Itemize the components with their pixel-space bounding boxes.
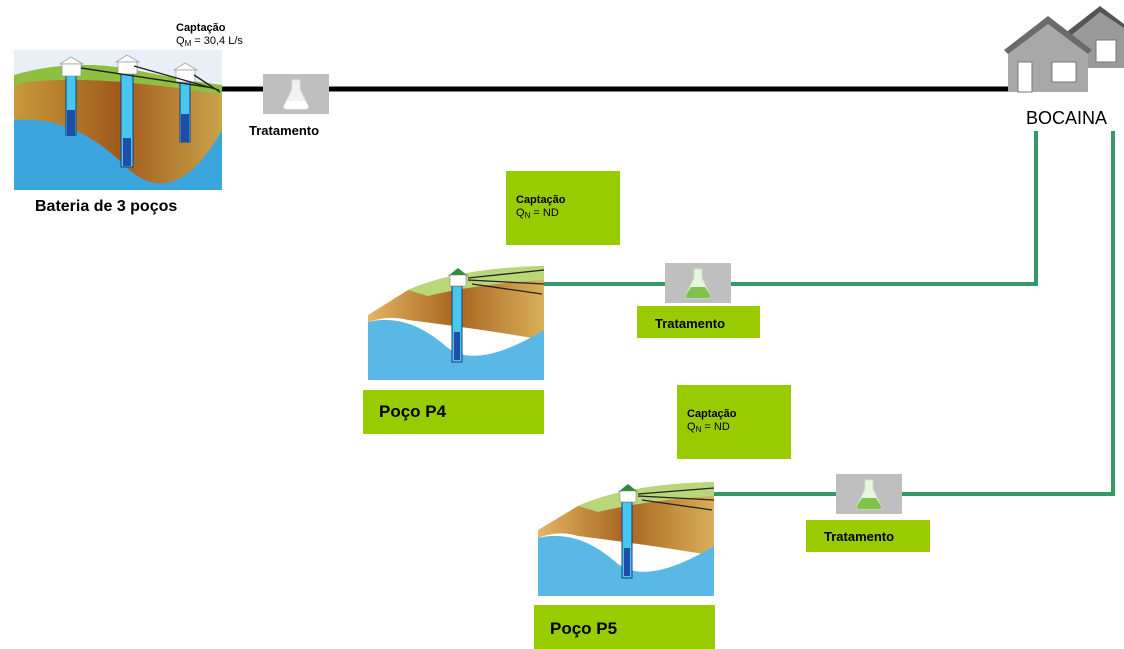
p4-captacao-title: Captação	[516, 194, 566, 206]
p4-captacao-box: Captação QN = ND	[506, 171, 620, 245]
p4-well-illustration	[368, 260, 544, 380]
p5-captacao-flow: QN = ND	[687, 421, 730, 434]
main-captacao-flow: QM = 30,4 L/s	[176, 35, 243, 48]
flask-icon	[263, 74, 329, 114]
p4-captacao-flow: QN = ND	[516, 207, 559, 220]
p5-name-label: Poço P5	[550, 619, 618, 638]
bocaina-label: BOCAINA	[1026, 108, 1108, 128]
main-captacao-title: Captação	[176, 22, 226, 34]
p4-treatment-box: Tratamento	[637, 306, 760, 338]
p5-captacao-title: Captação	[687, 408, 737, 420]
flask-icon	[836, 474, 902, 514]
p5-treatment-box: Tratamento	[806, 520, 930, 552]
p5-well-illustration	[538, 470, 714, 596]
main-treatment-label: Tratamento	[249, 123, 320, 138]
p4-name-box: Poço P4	[363, 390, 544, 434]
p4-name-label: Poço P4	[379, 402, 447, 421]
p4-treatment-label: Tratamento	[655, 316, 726, 331]
p5-treatment-label: Tratamento	[824, 529, 895, 544]
battery-well-illustration	[14, 50, 222, 190]
houses-icon	[1004, 6, 1124, 96]
p5-name-box: Poço P5	[534, 605, 715, 649]
p5-captacao-box: Captação QN = ND	[677, 385, 791, 459]
flask-icon	[665, 263, 731, 303]
main-captacao-label: Captação QM = 30,4 L/s	[176, 22, 243, 50]
battery-well-label: Bateria de 3 poços	[35, 198, 178, 215]
